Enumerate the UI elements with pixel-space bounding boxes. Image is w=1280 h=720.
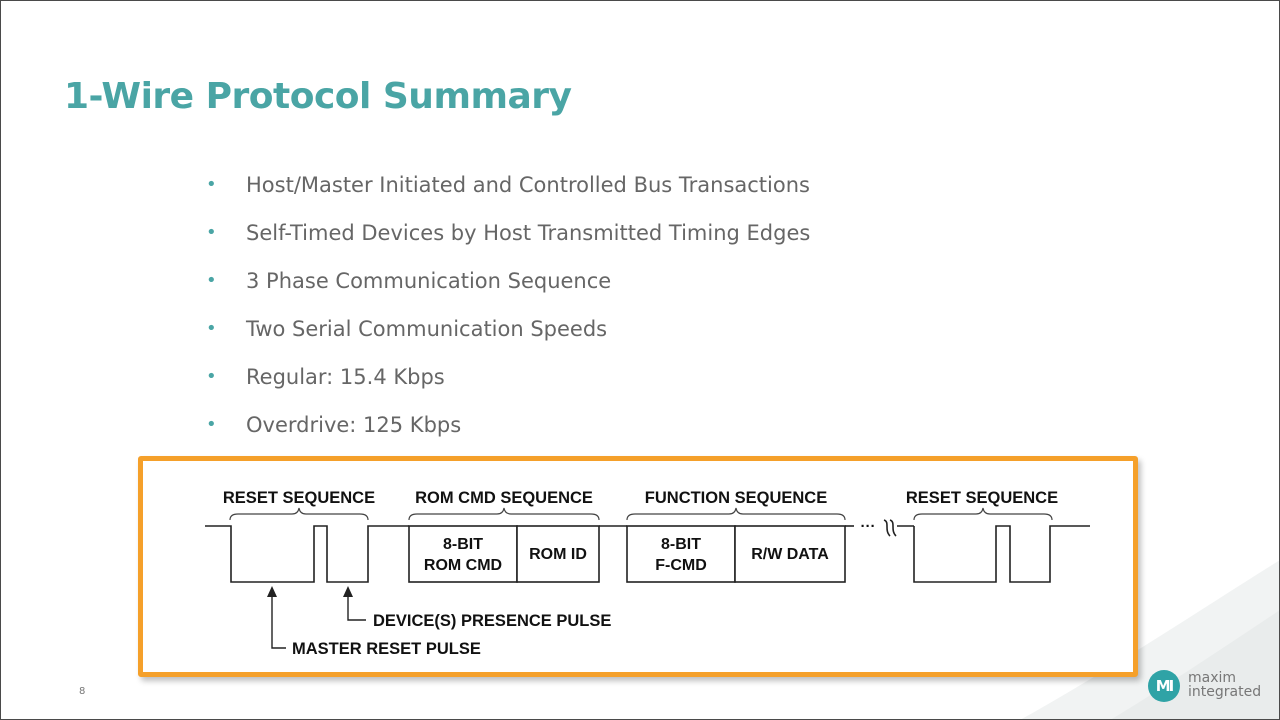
bullet-item: • Self-Timed Devices by Host Transmitted … — [206, 216, 810, 264]
bullet-text: Regular: 15.4 Kbps — [246, 365, 445, 389]
label-reset-sequence-1: RESET SEQUENCE — [223, 489, 375, 507]
block-rom-id — [516, 525, 600, 583]
ellipsis: ··· — [861, 518, 876, 535]
block-rom-cmd-line1: 8-BIT — [443, 536, 483, 553]
bullet-text: Two Serial Communication Speeds — [246, 317, 608, 341]
logo-word-integrated: integrated — [1188, 684, 1262, 700]
bullet-dot-icon: • — [206, 222, 217, 243]
bullet-item: • Host/Master Initiated and Controlled Bu… — [206, 168, 810, 216]
label-rom-cmd-sequence: ROM CMD SEQUENCE — [415, 489, 593, 507]
timing-diagram: RESET SEQUENCE ROM CMD SEQUENCE FUNCTION… — [205, 489, 1090, 658]
maxim-integrated-logo: MI maxim integrated — [1148, 668, 1272, 708]
block-fcmd-line1: 8-BIT — [661, 536, 701, 553]
bullet-item: • 3 Phase Communication Sequence — [206, 264, 810, 312]
bullet-item: • Overdrive: 125 Kbps — [206, 408, 810, 456]
block-rw-data-label: R/W DATA — [751, 546, 829, 563]
bullet-list: • Host/Master Initiated and Controlled Bu… — [206, 168, 810, 456]
bullet-dot-icon: • — [206, 318, 217, 339]
logo-word-maxim: maxim — [1188, 670, 1237, 686]
waveform-reset-2 — [913, 525, 1090, 583]
annotation-master-reset: MASTER RESET PULSE — [292, 640, 481, 658]
bullet-text: Self-Timed Devices by Host Transmitted T… — [246, 221, 811, 245]
annotation-presence-pulse: DEVICE(S) PRESENCE PULSE — [373, 612, 611, 630]
arrow-master-reset — [271, 592, 286, 649]
break-squiggle-icon — [883, 519, 897, 537]
block-rom-id-label: ROM ID — [529, 546, 587, 563]
bullet-item: • Regular: 15.4 Kbps — [206, 360, 810, 408]
bullet-dot-icon: • — [206, 414, 217, 435]
bullet-text: Overdrive: 125 Kbps — [246, 413, 462, 437]
block-fcmd-line2: F-CMD — [655, 557, 707, 574]
page-number: 8 — [79, 686, 86, 697]
label-reset-sequence-2: RESET SEQUENCE — [906, 489, 1058, 507]
arrowhead-presence-icon — [343, 586, 353, 597]
waveform-reset-1 — [205, 525, 409, 583]
bullet-dot-icon: • — [206, 366, 217, 387]
bullet-text: 3 Phase Communication Sequence — [246, 269, 612, 293]
bullet-dot-icon: • — [206, 174, 217, 195]
arrowhead-master-reset-icon — [267, 586, 277, 597]
block-rom-cmd-line2: ROM CMD — [424, 557, 502, 574]
brace-rom-cmd — [408, 507, 600, 521]
block-fcmd — [626, 525, 736, 583]
maxim-logo-icon: MI — [1148, 670, 1180, 702]
arrow-presence-pulse — [347, 592, 366, 621]
label-function-sequence: FUNCTION SEQUENCE — [645, 489, 827, 507]
bullet-text: Host/Master Initiated and Controlled Bus… — [246, 173, 810, 197]
slide-title: 1-Wire Protocol Summary — [64, 76, 572, 117]
block-rom-cmd — [408, 525, 518, 583]
brace-reset-2 — [913, 507, 1053, 521]
brace-reset-1 — [229, 507, 369, 521]
bullet-item: • Two Serial Communication Speeds — [206, 312, 810, 360]
bullet-dot-icon: • — [206, 270, 217, 291]
timing-diagram-frame: RESET SEQUENCE ROM CMD SEQUENCE FUNCTION… — [138, 456, 1138, 677]
block-rw-data — [734, 525, 846, 583]
brace-function — [626, 507, 846, 521]
